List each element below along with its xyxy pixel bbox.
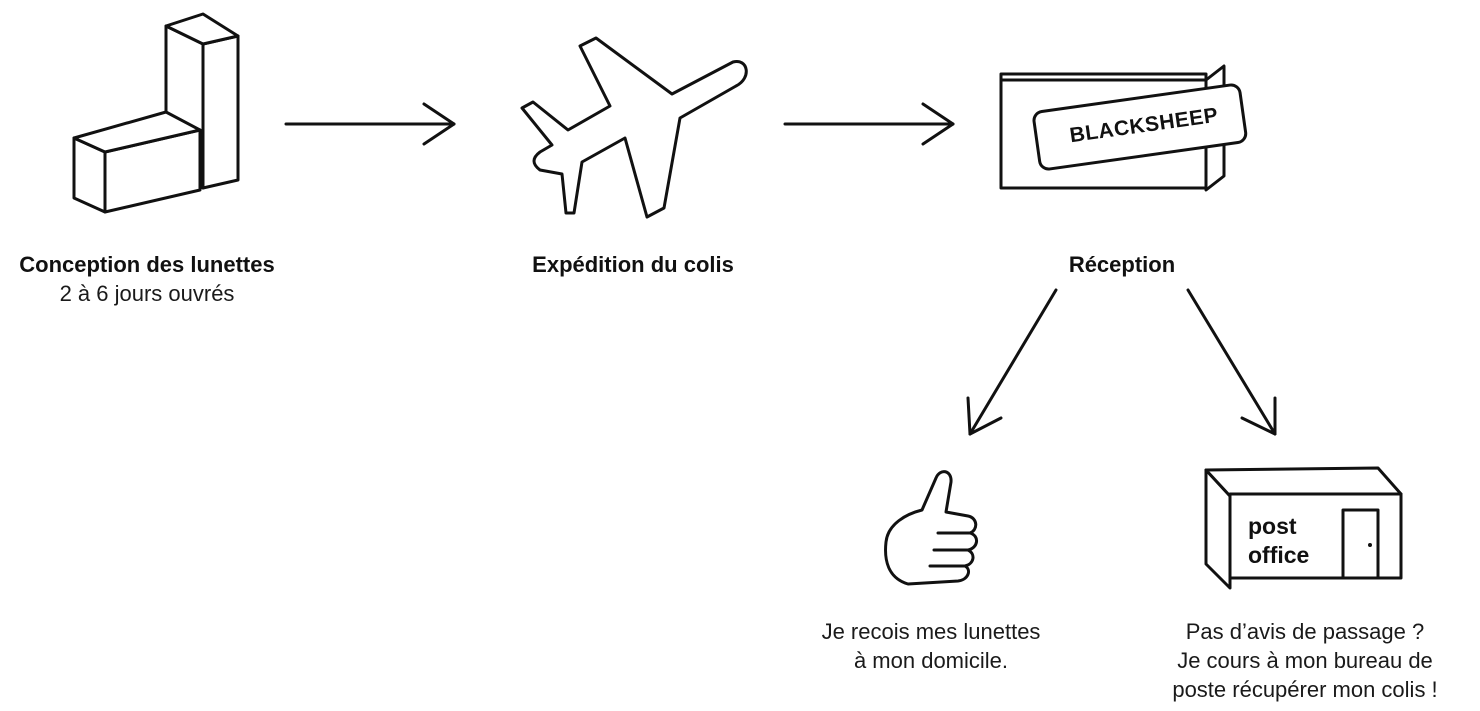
post-office-line2: Je cours à mon bureau de [1177,648,1433,673]
arrow-shipping-to-reception [783,102,955,146]
post-office-sign: post office [1248,512,1309,570]
conception-label: Conception des lunettes 2 à 6 jours ouvr… [0,250,294,308]
post-office-line3: poste récupérer mon colis ! [1172,677,1438,702]
home-delivery-line1: Je recois mes lunettes [821,619,1041,644]
post-office-text: Pas d’avis de passage ? Je cours à mon b… [1145,617,1465,704]
shipping-title: Expédition du colis [532,252,734,277]
reception-title: Réception [1068,252,1176,277]
post-office-line1: Pas d’avis de passage ? [1185,619,1425,644]
arrow-reception-to-home [966,288,1058,436]
home-delivery-text: Je recois mes lunettes à mon domicile. [800,617,1062,675]
thumbs-up-icon [884,470,978,586]
home-delivery-line2: à mon domicile. [853,648,1009,673]
conception-title: Conception des lunettes [19,252,275,277]
blocks-icon [72,12,240,214]
arrow-reception-to-post-office [1186,288,1277,436]
package-icon [999,64,1248,192]
post-office-sign-line2: office [1248,542,1310,568]
post-office-sign-line1: post [1248,513,1297,539]
conception-duration: 2 à 6 jours ouvrés [59,281,235,306]
post-office-icon [1204,466,1403,590]
arrow-conception-to-shipping [284,102,456,146]
airplane-icon [520,36,748,219]
